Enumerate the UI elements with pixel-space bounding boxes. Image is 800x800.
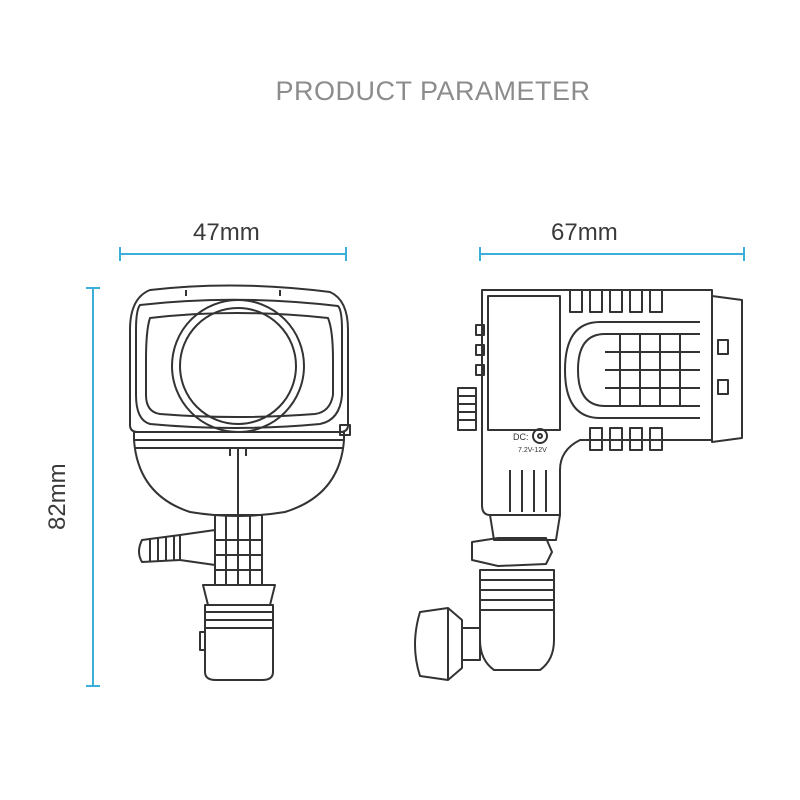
dc-label: DC: [513,432,529,442]
voltage-label: 7.2V-12V [518,447,547,454]
bottom-fins [589,427,663,451]
dc-jack [532,428,548,444]
height-line [86,287,100,687]
page-title: PRODUCT PARAMETER [275,76,591,106]
front-width-line [119,247,347,261]
front-lens-inner [179,307,297,425]
locking-knob [414,607,463,681]
side-width-label: 67mm [551,219,618,246]
front-view [129,284,351,681]
dimension-lines [86,247,745,687]
side-width-line [479,247,745,261]
front-lens-outer [171,299,305,433]
front-width-label: 47mm [193,219,260,246]
side-view [414,289,743,681]
vent-slots [605,334,700,406]
top-fins [569,289,663,313]
